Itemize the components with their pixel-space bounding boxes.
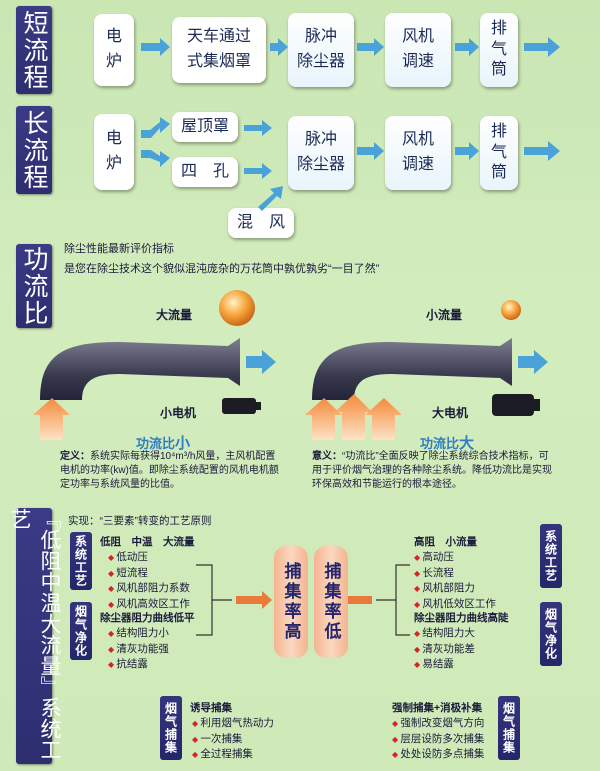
capture-low-cell: 捕集率低 [314, 546, 348, 658]
step-stack-short: 排 气 筒 [480, 13, 518, 87]
ratio-intro-1: 除尘性能最新评价指标 [64, 243, 174, 255]
step-dust-collector-short: 脉冲 除尘器 [288, 13, 354, 87]
flow-arrows-long [141, 117, 560, 211]
right-tag-gas: 烟气净化 [540, 602, 562, 666]
left-ratio-title-em: 小 [175, 435, 191, 452]
right-definition-text: “功流比”全面反映了除尘系统综合技术指标，可用于评价烟气治理的各种除尘系统。降低… [312, 451, 552, 490]
left-tag-capture: 烟气捕集 [160, 696, 182, 760]
section-label-long: 长流程 [16, 106, 52, 194]
list-item: 结构阻力小 [108, 626, 169, 642]
right-capture-list: 强制改变烟气方向 层层设防多次捕集 处处设防多点捕集 [392, 716, 484, 763]
step-hood-short: 天车通过 式集烟罩 [172, 17, 266, 83]
right-definition-label: 意义： [312, 451, 342, 462]
left-curve-head: 除尘器阻力曲线低平 [100, 612, 195, 624]
right-ratio-title: 功流比大 [420, 432, 474, 453]
section-label-ratio: 功流比 [16, 244, 52, 328]
list-item: 强制改变烟气方向 [392, 716, 484, 732]
small-flow-sphere [501, 300, 521, 320]
right-motor-label: 大电机 [432, 406, 469, 420]
list-item: 一次捕集 [192, 732, 274, 748]
left-sys-list: 低动压 短流程 风机部阻力系数 风机高效区工作 [108, 550, 190, 612]
list-item: 短流程 [108, 566, 190, 582]
right-tag-capture: 烟气捕集 [498, 696, 520, 760]
left-ratio-title-prefix: 功流比 [136, 436, 176, 451]
list-item: 风机低效区工作 [414, 597, 496, 613]
realize-heading: 实现：“三要素”转变的工艺原则 [68, 515, 212, 527]
left-tag-system: 系统工艺 [70, 532, 92, 590]
left-curve-list: 结构阻力小 清灰功能强 抗结露 [108, 626, 169, 673]
list-item: 结构阻力大 [414, 626, 475, 642]
ratio-illustration [33, 290, 548, 440]
left-motor-label: 小电机 [160, 406, 197, 420]
left-sys-head: 低阻 中温 大流量 [100, 536, 195, 548]
list-item: 抗结露 [108, 657, 169, 673]
list-item: 清灰功能差 [414, 642, 475, 658]
step-furnace-long: 电 炉 [94, 114, 134, 190]
step-fan-short: 风机 调速 [385, 13, 451, 87]
list-item: 易结露 [414, 657, 475, 673]
left-tag-gas: 烟气净化 [70, 602, 92, 660]
right-ratio-title-prefix: 功流比 [420, 436, 460, 451]
right-curve-list: 结构阻力大 清灰功能差 易结露 [414, 626, 475, 673]
list-item: 风机部阻力 [414, 581, 496, 597]
large-flow-sphere [219, 290, 255, 326]
right-flow-label: 小流量 [426, 308, 463, 322]
left-capture-head: 诱导捕集 [190, 702, 232, 714]
flow-arrows-short [141, 37, 560, 57]
list-item: 低动压 [108, 550, 190, 566]
right-sys-list: 高动压 长流程 风机部阻力 风机低效区工作 [414, 550, 496, 612]
list-item: 全过程捕集 [192, 747, 274, 763]
step-roof-hood: 屋顶罩 [172, 112, 238, 142]
left-definition: 定义：系统实际每获得10⁴m³/h风量，主风机配置电机的功率(kw)值。即除尘系… [60, 450, 282, 492]
list-item: 利用烟气热动力 [192, 716, 274, 732]
right-ratio-title-em: 大 [459, 435, 475, 452]
capture-high-cell: 捕集率高 [274, 546, 308, 658]
right-duct [312, 338, 512, 400]
left-definition-text: 系统实际每获得10⁴m³/h风量，主风机配置电机的功率(kw)值。即除尘系统配置… [60, 451, 279, 490]
section-label-short: 短流程 [16, 6, 52, 94]
list-item: 风机部阻力系数 [108, 581, 190, 597]
right-capture-head: 强制捕集+消极补集 [392, 702, 483, 714]
list-item: 处处设防多点捕集 [392, 747, 484, 763]
list-item: 清灰功能强 [108, 642, 169, 658]
list-item: 高动压 [414, 550, 496, 566]
right-curve-head: 除尘器阻力曲线高陡 [414, 612, 509, 624]
small-motor-icon [222, 398, 256, 414]
step-furnace-short: 电 炉 [94, 14, 134, 86]
right-tag-system: 系统工艺 [540, 524, 562, 588]
left-capture-list: 利用烟气热动力 一次捕集 全过程捕集 [192, 716, 274, 763]
step-stack-long: 排 气 筒 [480, 116, 518, 190]
step-dust-collector-long: 脉冲 除尘器 [288, 116, 354, 190]
left-ratio-title: 功流比小 [136, 432, 190, 453]
step-mixed-air: 混 风 [228, 208, 294, 238]
step-fan-long: 风机 调速 [385, 116, 451, 190]
left-duct [40, 338, 240, 400]
large-motor-icon [492, 394, 534, 416]
list-item: 长流程 [414, 566, 496, 582]
right-sys-head: 高阻 小流量 [414, 536, 477, 548]
left-definition-label: 定义： [60, 451, 90, 462]
step-four-holes: 四 孔 [172, 157, 238, 187]
right-definition: 意义：“功流比”全面反映了除尘系统综合技术指标，可用于评价烟气治理的各种除尘系统… [312, 450, 552, 492]
left-flow-label: 大流量 [156, 308, 193, 322]
list-item: 层层设防多次捕集 [392, 732, 484, 748]
list-item: 风机高效区工作 [108, 597, 190, 613]
ratio-intro-2: 是您在除尘技术这个貌似混沌庞杂的万花筒中孰优孰劣“一目了然” [64, 263, 380, 275]
